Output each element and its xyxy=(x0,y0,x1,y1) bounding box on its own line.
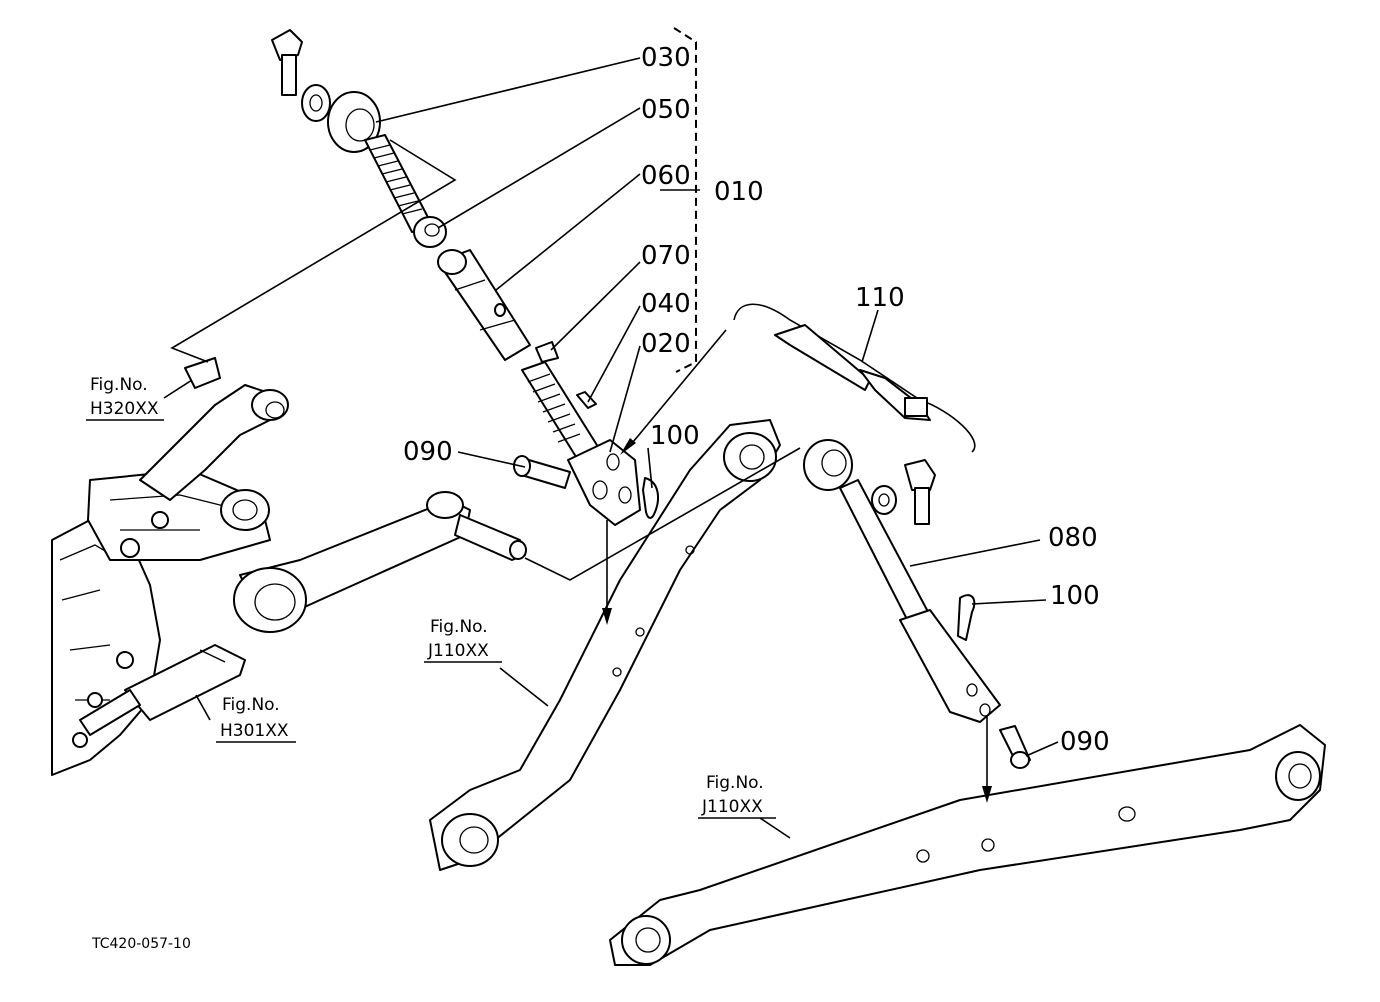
figure-ref-line2: J110XX xyxy=(427,641,489,661)
lift-rod-080 xyxy=(803,439,1031,769)
part-label-090-left: 090 xyxy=(403,437,453,467)
part-label-100-right: 100 xyxy=(1050,581,1100,611)
stabilizer-wire-110 xyxy=(733,303,976,453)
figure-ref-line1: Fig.No. xyxy=(90,375,148,395)
pin-090-left xyxy=(513,455,571,489)
figure-ref-line2: H301XX xyxy=(220,721,289,741)
lower-link-left xyxy=(429,419,781,871)
part-label-030: 030 xyxy=(641,43,691,73)
figure-ref-line1: Fig.No. xyxy=(706,773,764,793)
part-label-060: 060 xyxy=(641,161,691,191)
drawing-code: TC420-057-10 xyxy=(91,936,191,952)
part-label-020: 020 xyxy=(641,329,691,359)
part-label-040: 040 xyxy=(641,289,691,319)
figure-ref-j110-left: Fig.No. J110XX xyxy=(424,617,502,663)
figure-ref-line1: Fig.No. xyxy=(222,695,280,715)
figure-ref-line1: Fig.No. xyxy=(430,617,488,637)
figure-ref-h320: Fig.No. H320XX xyxy=(86,375,164,421)
part-label-070: 070 xyxy=(641,241,691,271)
top-link-assembly xyxy=(271,27,697,526)
lower-link-right xyxy=(609,724,1326,966)
part-label-010: 010 xyxy=(714,177,764,207)
clip-100-left xyxy=(642,477,659,519)
part-label-050: 050 xyxy=(641,95,691,125)
assembly-arrows xyxy=(602,329,992,803)
tractor-rear-housing xyxy=(51,357,527,776)
part-label-110: 110 xyxy=(855,283,905,313)
part-label-100-left: 100 xyxy=(650,421,700,451)
figure-ref-line2: J110XX xyxy=(701,797,763,817)
part-label-090-right: 090 xyxy=(1060,727,1110,757)
part-callouts: 030 050 060 010 070 040 020 110 090 100 … xyxy=(403,43,1110,757)
leader-lines xyxy=(163,57,1059,839)
figure-ref-h301: Fig.No. H301XX xyxy=(216,695,296,743)
figure-ref-j110-right: Fig.No. J110XX xyxy=(698,773,776,819)
part-label-080: 080 xyxy=(1048,523,1098,553)
figure-ref-line2: H320XX xyxy=(90,399,159,419)
